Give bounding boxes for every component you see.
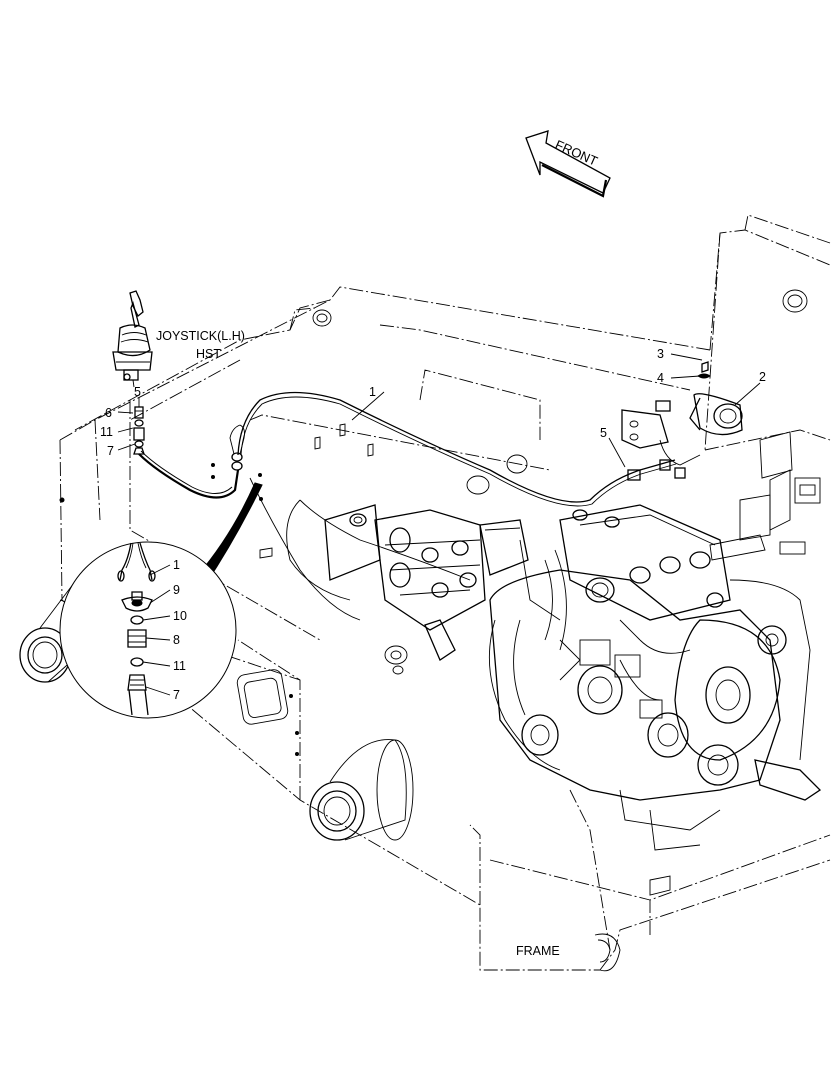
callout-7-left: 7 [107, 444, 114, 458]
hydraulic-pump [324, 504, 529, 661]
labels: JOYSTICK(L.H) HST FRAME 1 2 3 4 5 5 6 11… [100, 329, 766, 958]
callout-bolt: 3 [657, 347, 664, 361]
detail-callout-11: 11 [173, 659, 186, 673]
detail-callout-10: 10 [173, 609, 187, 623]
wiring-harness [229, 391, 677, 621]
callout-5-left: 5 [134, 385, 141, 399]
detail-callout-1: 1 [173, 558, 180, 572]
callout-11-left: 11 [100, 425, 113, 439]
callout-6: 6 [105, 406, 112, 420]
hose [138, 450, 240, 499]
joystick-fittings [133, 406, 145, 455]
callout-pressure-switch: 2 [759, 370, 766, 384]
detail-callout-9: 9 [173, 583, 180, 597]
frame-holes [59, 289, 808, 756]
joystick-body [112, 290, 153, 388]
frame-label: FRAME [516, 944, 560, 958]
frame-brackets [259, 423, 671, 972]
right-frame-details [704, 429, 831, 561]
detail-callout-7: 7 [173, 688, 180, 702]
frame-outline [59, 214, 831, 971]
leader-lines [117, 353, 761, 696]
front-label: FRONT [553, 137, 600, 169]
callout-5-right: 5 [600, 426, 607, 440]
pressure-switch-assembly [621, 361, 743, 481]
callout-harness: 1 [369, 385, 376, 399]
callout-washer: 4 [657, 371, 664, 385]
detail-callout-8: 8 [173, 633, 180, 647]
joystick-subtitle: HST [196, 347, 221, 361]
engine-block [488, 504, 822, 851]
front-arrow: FRONT [525, 130, 611, 198]
detail-view [59, 482, 263, 719]
joystick-title: JOYSTICK(L.H) [156, 329, 245, 343]
